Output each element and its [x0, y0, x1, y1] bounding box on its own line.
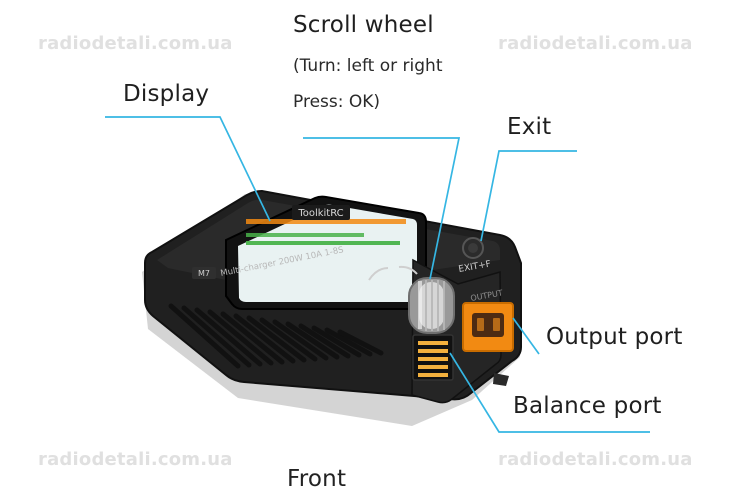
watermark-bottom-left: radiodetali.com.ua — [38, 449, 233, 470]
scroll-wheel-leader-line — [303, 137, 461, 280]
watermark-top-right: radiodetali.com.ua — [498, 33, 693, 54]
exit-button-center — [468, 243, 478, 253]
exit-label: Exit — [507, 114, 552, 140]
scroll-wheel — [408, 277, 455, 334]
display-label: Display — [123, 81, 210, 107]
side-tab — [493, 373, 509, 386]
model-badge — [192, 267, 216, 279]
front-label: Front — [287, 466, 347, 492]
output-port-label-text: Output port — [546, 324, 683, 350]
display-content — [246, 219, 406, 245]
rotation-mark-left — [368, 267, 389, 281]
rotation-mark-right — [398, 265, 418, 275]
brand-plate — [292, 205, 350, 220]
watermark-bottom-right: radiodetali.com.ua — [498, 449, 693, 470]
screen-progress-bar — [246, 233, 364, 237]
scroll-wheel-title: Scroll wheel — [293, 12, 434, 38]
scroll-wheel-turn-note: (Turn: left or right — [293, 56, 443, 76]
brand-text: ToolkitRC — [297, 208, 343, 219]
cooling-grill — [168, 303, 384, 369]
output-port-leader-line — [512, 317, 540, 355]
balance-port-label-text: Balance port — [513, 393, 662, 419]
screen-header-bar — [246, 219, 406, 224]
scroll-wheel-press-note: Press: OK) — [293, 92, 381, 112]
model-badge-text: M7 — [198, 269, 210, 278]
leader-lines — [105, 116, 650, 433]
display-leader-line — [105, 116, 271, 222]
exit-leader-line — [480, 150, 577, 242]
balance-port — [412, 334, 454, 381]
watermark-top-left: radiodetali.com.ua — [38, 33, 233, 54]
display-screen — [238, 204, 417, 302]
screen-status-bar — [246, 241, 400, 245]
balance-port-leader-line — [449, 352, 650, 433]
